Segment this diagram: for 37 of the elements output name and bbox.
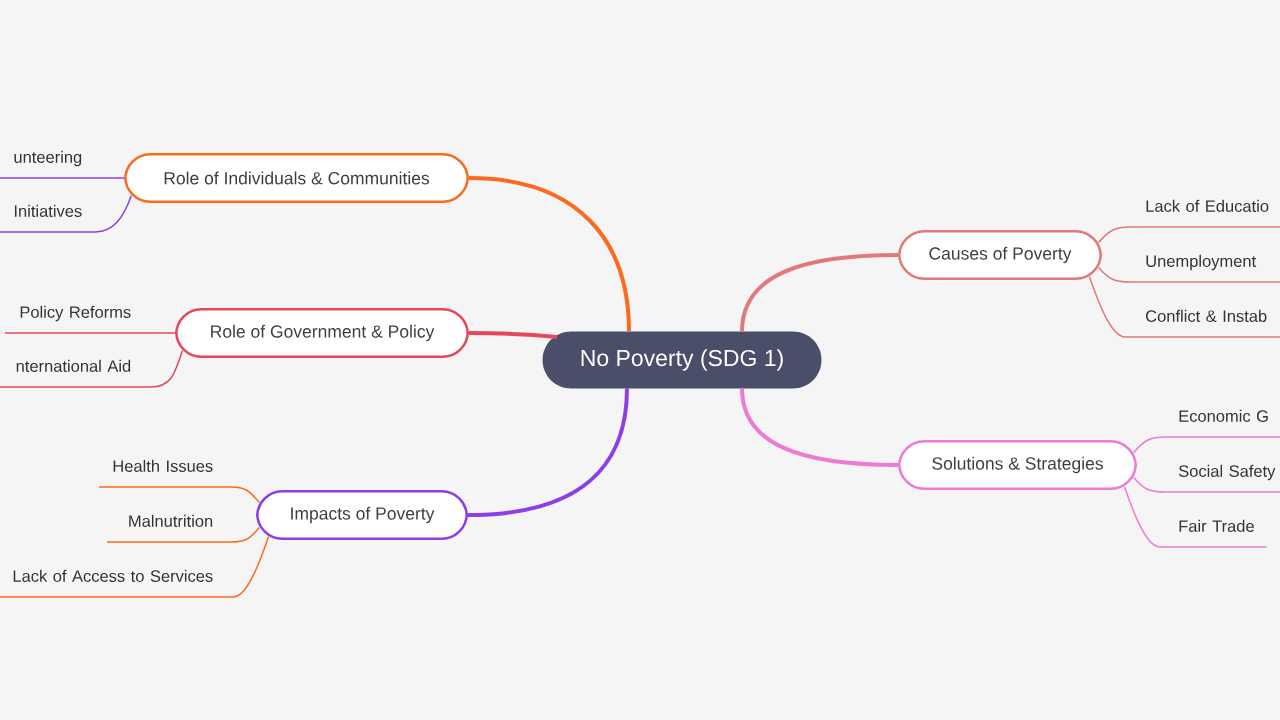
subtopic-text: Economic G <box>1179 409 1268 422</box>
subtopic-text: Malnutrition <box>129 514 213 527</box>
connector-line <box>106 526 261 543</box>
subtopic-text: Fair Trade <box>1179 519 1254 532</box>
connector-line <box>1088 275 1280 338</box>
subtopic-text: unteering <box>14 150 82 167</box>
connector-line <box>1132 476 1280 493</box>
connector-line <box>1097 266 1280 283</box>
branch-curve <box>740 253 899 332</box>
topic-box: Causes of Poverty <box>898 230 1102 280</box>
subtopic-text: Policy Reforms <box>20 305 131 322</box>
connector-line <box>4 332 176 334</box>
branch-curve <box>740 388 899 467</box>
branch-curve <box>469 331 558 339</box>
connector-line <box>1097 226 1280 244</box>
subtopic-text: nternational Aid <box>16 359 131 372</box>
subtopic-text: Lack of Educatio <box>1146 199 1269 212</box>
branch-curve <box>467 388 629 517</box>
connector-line <box>0 349 184 388</box>
connector-line <box>0 177 125 179</box>
topic-box: Impacts of Poverty <box>256 490 468 540</box>
subtopic-text: Lack of Access to Services <box>13 569 213 582</box>
subtopic-text: Initiatives <box>14 204 82 217</box>
connector-line <box>98 486 261 504</box>
subtopic-text: Social Safety <box>1178 464 1276 481</box>
central-topic-box: No Poverty (SDG 1) <box>542 331 822 389</box>
connector-line <box>1123 485 1268 548</box>
subtopic-text: Unemployment <box>1146 254 1257 271</box>
topic-box: Solutions & Strategies <box>898 440 1137 490</box>
subtopic-text: Health Issues <box>113 459 213 472</box>
connector-line <box>0 535 270 598</box>
subtopic-text: Conflict & Instab <box>1146 309 1267 322</box>
connector-line <box>0 194 133 233</box>
topic-box: Role of Government & Policy <box>175 308 469 358</box>
topic-box: Role of Individuals & Communities <box>124 153 469 203</box>
connector-line <box>1132 436 1280 454</box>
branch-curve <box>468 176 631 332</box>
